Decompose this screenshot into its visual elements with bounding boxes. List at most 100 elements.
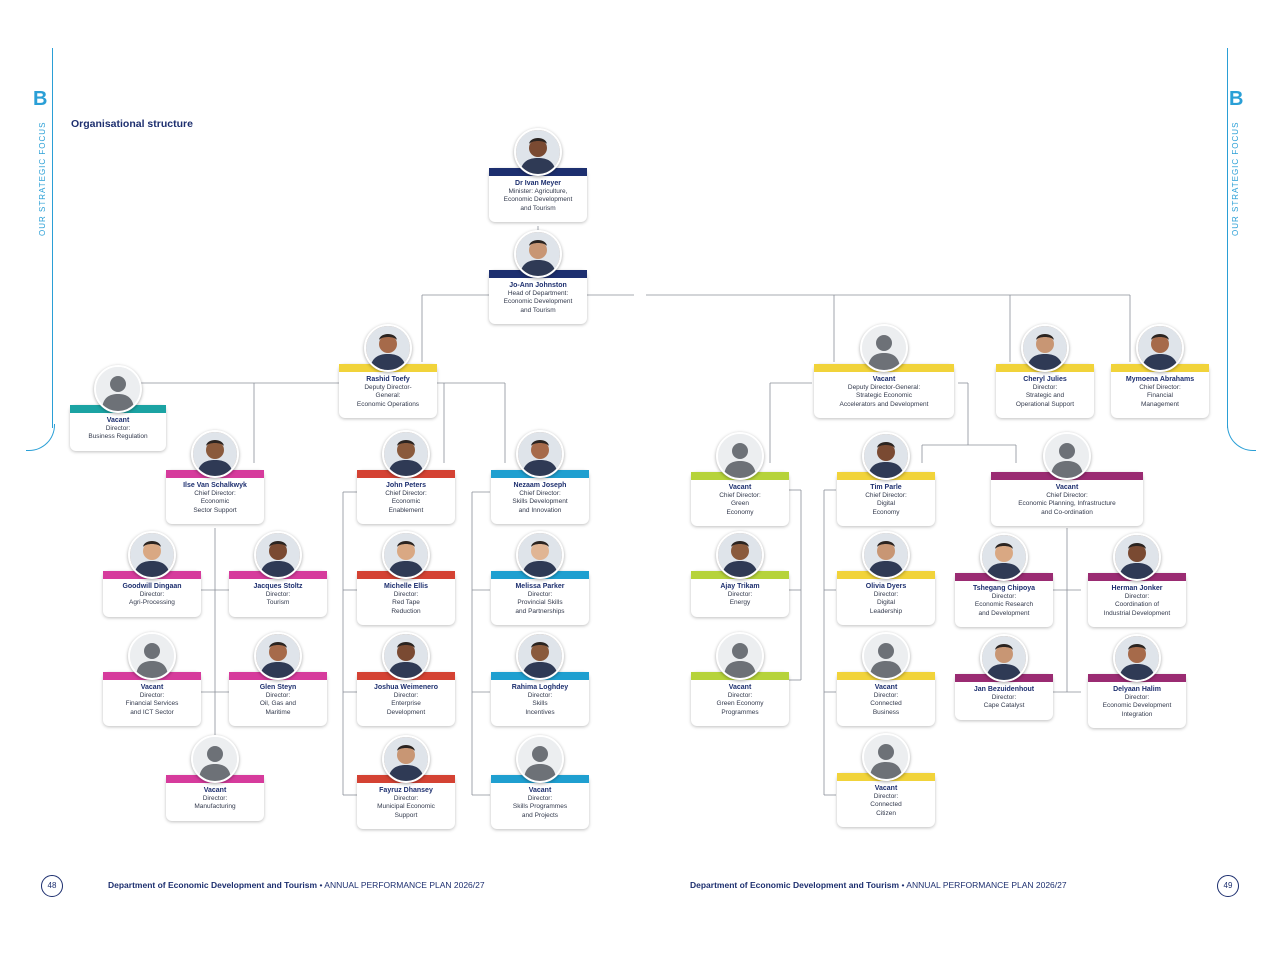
person-role: Director: Digital Leadership xyxy=(869,591,903,615)
person-name: Mymoena Abrahams xyxy=(1125,376,1195,383)
avatar xyxy=(516,430,564,478)
person-role: Chief Director: Financial Management xyxy=(1139,384,1181,408)
avatar xyxy=(1021,324,1069,372)
avatar xyxy=(364,324,412,372)
person-name: Joshua Weimenero xyxy=(373,684,439,691)
page-number-right: 49 xyxy=(1217,875,1239,897)
person-name: Glen Steyn xyxy=(259,684,297,691)
person-name: Vacant xyxy=(1055,484,1079,491)
person-name: Delyaan Halim xyxy=(1113,686,1161,693)
person-name: Jacques Stoltz xyxy=(253,583,303,590)
person-role: Director: Economic Development Integrati… xyxy=(1102,694,1172,718)
avatar xyxy=(254,531,302,579)
person-role: Head of Department: Economic Development… xyxy=(503,290,573,314)
vacant-silhouette-icon xyxy=(128,632,176,680)
person-role: Director: Skills Incentives xyxy=(525,692,555,716)
person-name: Tim Parle xyxy=(870,484,902,491)
person-role: Chief Director: Skills Development and I… xyxy=(512,490,568,514)
person-role: Director: Green Economy Programmes xyxy=(716,692,764,716)
vacant-silhouette-icon xyxy=(516,735,564,783)
vacant-silhouette-icon xyxy=(716,632,764,680)
footer-left-plan: • ANNUAL PERFORMANCE PLAN 2026/27 xyxy=(317,880,485,890)
person-name: Vacant xyxy=(528,787,552,794)
avatar xyxy=(128,531,176,579)
avatar xyxy=(514,128,562,176)
person-role: Deputy Director-General: Strategic Econo… xyxy=(839,384,929,408)
person-name: Vacant xyxy=(874,785,898,792)
person-role: Director: Municipal Economic Support xyxy=(377,795,435,819)
person-name: Vacant xyxy=(140,684,164,691)
person-name: Vacant xyxy=(106,417,130,424)
person-name: Vacant xyxy=(728,684,752,691)
person-role: Director: Energy xyxy=(727,591,753,607)
person-name: Ilse Van Schalkwyk xyxy=(183,482,247,489)
person-role: Director: Enterprise Development xyxy=(386,692,426,716)
person-role: Chief Director: Green Economy xyxy=(719,492,761,516)
person-role: Director: Red Tape Reduction xyxy=(391,591,421,615)
vacant-silhouette-icon xyxy=(716,432,764,480)
footer-left-dept: Department of Economic Development and T… xyxy=(108,880,318,890)
person-role: Chief Director: Economic Planning, Infra… xyxy=(1018,492,1116,516)
person-name: Michelle Ellis xyxy=(384,583,428,590)
avatar xyxy=(716,531,764,579)
vacant-silhouette-icon xyxy=(1043,432,1091,480)
person-name: Herman Jonker xyxy=(1111,585,1163,592)
person-name: Vacant xyxy=(728,484,752,491)
person-role: Director: Manufacturing xyxy=(194,795,236,811)
avatar xyxy=(1113,533,1161,581)
person-role: Director: Coordination of Industrial Dev… xyxy=(1103,593,1171,617)
avatar xyxy=(1113,634,1161,682)
avatar xyxy=(980,533,1028,581)
person-name: Rahima Loghdey xyxy=(511,684,569,691)
person-role: Director: Skills Programmes and Projects xyxy=(512,795,568,819)
person-name: Goodwill Dingaan xyxy=(122,583,182,590)
person-name: Olivia Dyers xyxy=(865,583,907,590)
person-role: Minister: Agriculture, Economic Developm… xyxy=(503,188,573,212)
vacant-silhouette-icon xyxy=(860,324,908,372)
person-role: Chief Director: Economic Sector Support xyxy=(193,490,237,514)
avatar xyxy=(382,632,430,680)
avatar xyxy=(382,735,430,783)
avatar xyxy=(514,230,562,278)
person-role: Deputy Director- General: Economic Opera… xyxy=(356,384,420,408)
footer-right-dept: Department of Economic Development and T… xyxy=(690,880,900,890)
person-role: Director: Cape Catalyst xyxy=(983,694,1025,710)
vacant-silhouette-icon xyxy=(862,632,910,680)
person-name: Dr Ivan Meyer xyxy=(515,180,561,187)
footer-right-plan: • ANNUAL PERFORMANCE PLAN 2026/27 xyxy=(899,880,1067,890)
person-role: Director: Connected Business xyxy=(870,692,902,716)
